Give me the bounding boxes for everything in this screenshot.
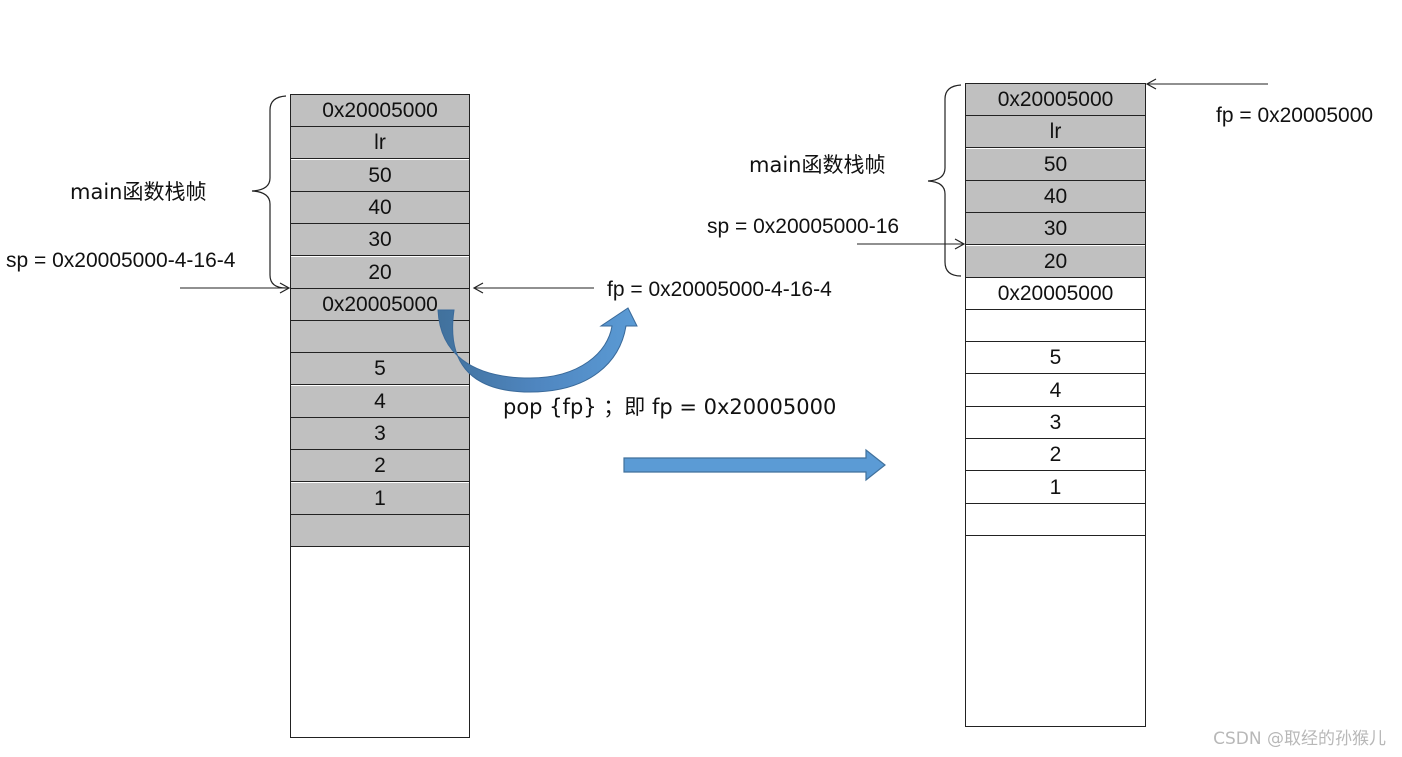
right-stack-cell: 5 (966, 342, 1145, 375)
left-stack-cell: 1 (291, 482, 469, 515)
left-stack-cell: 30 (291, 224, 469, 257)
right-stack-cell: 4 (966, 374, 1145, 407)
right-frame-brace (927, 84, 962, 277)
right-stack-cell: 2 (966, 439, 1145, 472)
left-stack-cell: 40 (291, 191, 469, 224)
left-stack-cell: 5 (291, 353, 469, 386)
right-stack-cell: lr (966, 116, 1145, 149)
right-stack-cell: 0x20005000 (966, 84, 1145, 116)
left-stack-cell: 0x20005000 (291, 288, 469, 321)
right-sp-label: sp = 0x20005000-16 (707, 215, 900, 238)
watermark: CSDN @取经的孙猴儿 (1213, 729, 1386, 749)
right-stack-cell (966, 310, 1145, 343)
right-stack-cell (966, 503, 1145, 536)
left-stack-cell: 50 (291, 159, 469, 192)
right-frame-label: main函数栈帧 (749, 153, 886, 177)
left-stack-cell: 2 (291, 450, 469, 483)
right-stack-cell: 30 (966, 213, 1145, 246)
operation-label: pop {fp} ；即 fp = 0x20005000 (503, 395, 837, 419)
right-stack-cell: 0x20005000 (966, 277, 1145, 310)
left-stack-cell: lr (291, 127, 469, 160)
right-stack-cell: 3 (966, 407, 1145, 439)
left-stack-cell: 0x20005000 (291, 95, 469, 127)
left-stack-cell (291, 321, 469, 354)
right-fp-label: fp = 0x20005000 (1216, 104, 1374, 127)
left-stack-cell: 4 (291, 385, 469, 418)
left-stack-cell: 3 (291, 418, 469, 450)
right-stack-cell: 1 (966, 471, 1145, 504)
right-stack-cell: 20 (966, 245, 1145, 278)
left-stack-cell: 20 (291, 256, 469, 289)
right-stack-cell: 50 (966, 148, 1145, 181)
left-stack-cell (291, 514, 469, 547)
left-frame-label: main函数栈帧 (70, 180, 207, 204)
block-arrow (623, 448, 886, 482)
right-stack-cell: 40 (966, 180, 1145, 213)
left-sp-label: sp = 0x20005000-4-16-4 (6, 249, 236, 272)
left-frame-brace (251, 95, 287, 289)
left-fp-label: fp = 0x20005000-4-16-4 (607, 278, 832, 301)
